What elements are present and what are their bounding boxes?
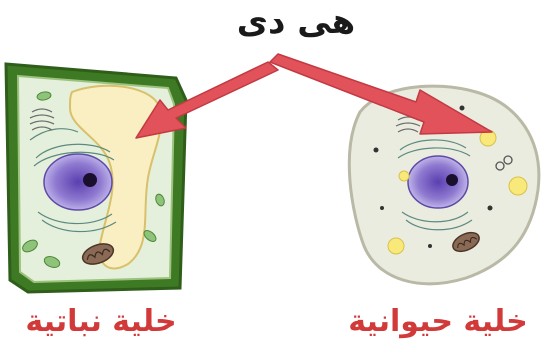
animal-nucleus: [408, 156, 468, 208]
animal-nucleolus: [446, 174, 458, 186]
animal-cell-label: خلية حيوانية: [348, 300, 528, 344]
plant-nucleolus: [83, 173, 97, 187]
plant-cell-label: خلية نباتية: [6, 300, 196, 344]
plant-cell: [6, 64, 186, 292]
pointer-label: هى دى: [236, 2, 356, 42]
plant-nucleus: [44, 154, 112, 210]
